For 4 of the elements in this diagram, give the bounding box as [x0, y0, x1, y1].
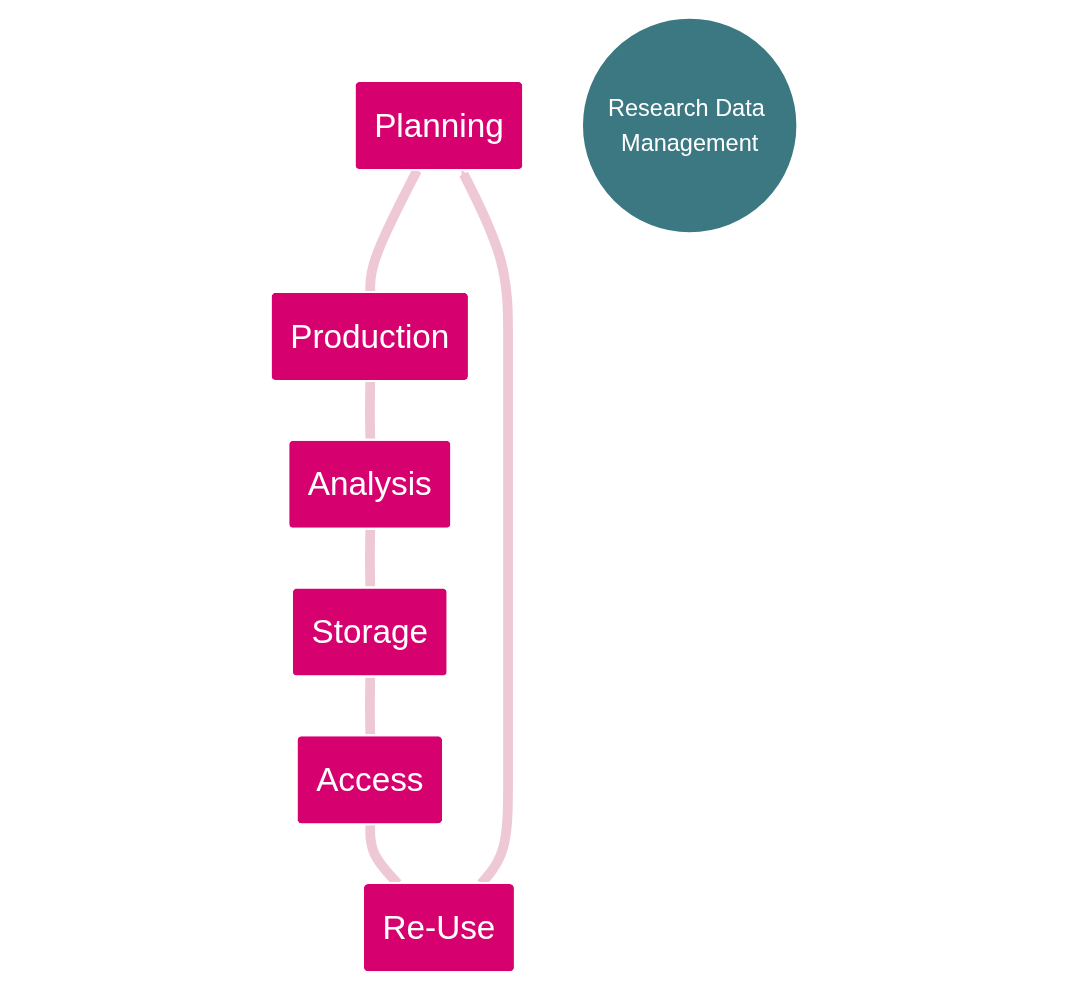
connector — [365, 381, 376, 441]
connector — [365, 529, 376, 589]
node-circle: Research Data Management — [581, 16, 799, 235]
connector — [365, 676, 376, 736]
